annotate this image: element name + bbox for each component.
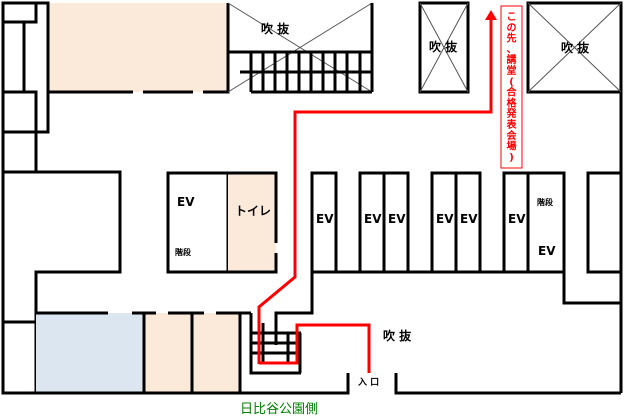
direction-note-char: 講: [507, 53, 517, 66]
ev-label: EV: [508, 212, 526, 226]
atrium-label: 吹 抜: [261, 21, 290, 36]
atrium-3: 吹 抜: [526, 1, 623, 94]
direction-note-char: こ: [507, 12, 517, 23]
stairs-bottom: [251, 323, 302, 373]
ev-label: EV: [177, 195, 195, 209]
atrium-2: 吹 抜: [418, 1, 470, 94]
atrium-1: 吹 抜: [227, 2, 374, 94]
atrium-label: 吹 抜: [429, 39, 458, 54]
stairs-top: [240, 52, 372, 94]
lower-walls: [249, 270, 621, 375]
direction-note-char: 合: [506, 86, 518, 99]
ev-label: EV: [388, 212, 406, 226]
ev-toilet-block: EV 階段 トイレ: [166, 171, 278, 274]
lower-rooms: [36, 311, 251, 393]
toilet-label: トイレ: [235, 204, 271, 218]
atrium-label: 吹 抜: [383, 328, 412, 343]
direction-note-char: 会: [507, 129, 517, 142]
elevator-row: EV EV EV EV EV EV 階段 EV: [310, 171, 623, 274]
route-path: [257, 10, 497, 373]
atrium-label: 吹 抜: [561, 40, 590, 55]
direction-note-char: ): [509, 152, 514, 163]
ev-label: EV: [538, 244, 556, 258]
ev-label: EV: [436, 212, 454, 226]
direction-note-char: 先: [507, 32, 517, 45]
outer-wall-bottom: [3, 373, 621, 395]
direction-note-char: 格: [507, 96, 518, 109]
stairs-label: 階段: [537, 197, 553, 207]
direction-note-char: 発: [506, 107, 518, 120]
ev-label: EV: [364, 212, 382, 226]
direction-note-char: の: [507, 23, 517, 34]
entrance-label: 入 口: [357, 377, 379, 388]
ev-label: EV: [460, 212, 478, 226]
direction-note-char: 場: [507, 140, 517, 153]
park-side-label: 日比谷公園側: [240, 402, 318, 417]
direction-note-char: 表: [506, 118, 518, 131]
direction-note-char: 堂: [507, 64, 517, 77]
top-room: [46, 3, 230, 94]
stairs-label: 階段: [175, 247, 191, 257]
direction-note-char: 、: [507, 44, 517, 55]
direction-note-char: (: [509, 77, 514, 88]
arrow-up-icon: [485, 10, 497, 20]
ev-label: EV: [316, 212, 334, 226]
